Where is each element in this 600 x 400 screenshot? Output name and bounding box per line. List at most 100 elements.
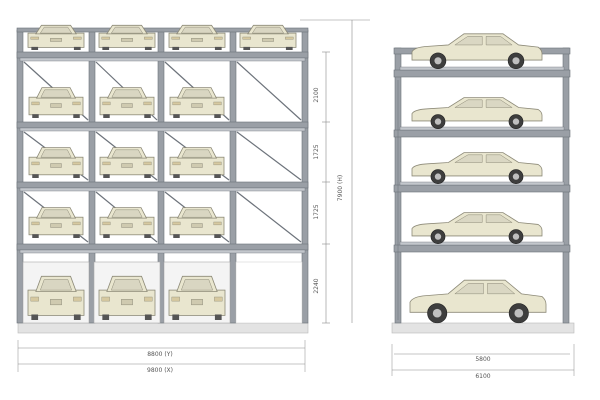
car-hubcap — [512, 173, 520, 180]
car-hubcap — [434, 173, 442, 180]
car-tire-right — [144, 314, 152, 320]
car-rear-window — [40, 89, 72, 98]
car-tire-left — [172, 46, 180, 50]
car-light-left — [171, 296, 180, 302]
car-tire-left — [32, 114, 39, 118]
car-plate — [50, 299, 62, 306]
car-light-right — [73, 36, 82, 40]
side-platform — [399, 126, 565, 131]
car-light-right — [72, 101, 81, 106]
car-hubcap — [434, 118, 442, 125]
car-hubcap — [512, 57, 520, 65]
deck-platform — [19, 187, 306, 192]
frame-post — [301, 29, 309, 324]
car-light-right — [213, 221, 222, 226]
ground-slab — [17, 322, 309, 334]
frame-post — [16, 29, 24, 324]
car-tire-right — [285, 46, 293, 50]
dim-level-height-2: 1725 — [313, 144, 320, 159]
car-rear — [98, 275, 156, 320]
car-side-body — [411, 212, 543, 237]
side-deck-beam — [393, 184, 571, 193]
car-rear — [169, 147, 225, 178]
car-plate — [191, 38, 203, 42]
car-light-right — [72, 221, 81, 226]
car-tire-right — [73, 234, 80, 238]
car-rear — [168, 24, 226, 50]
car-tire-right — [73, 46, 81, 50]
car-rear — [28, 147, 84, 178]
car-rear — [28, 207, 84, 238]
diagonal-brace — [236, 61, 302, 121]
deck-platform — [19, 249, 306, 254]
car-rear-window — [181, 209, 213, 218]
car-window-front — [453, 154, 483, 163]
car-rear — [169, 207, 225, 238]
car-light-left — [171, 36, 180, 40]
car-rear-window — [111, 149, 143, 158]
car-window-rear — [485, 36, 513, 46]
car-tire-left — [102, 314, 110, 320]
car-light-right — [213, 161, 222, 166]
car-side — [411, 212, 543, 244]
car-side-body — [411, 33, 543, 61]
car-tire-left — [103, 114, 110, 118]
car-side-body — [411, 97, 543, 122]
diagonal-brace — [236, 191, 302, 243]
dim-level-height-1: 2100 — [313, 87, 320, 102]
car-rear — [99, 87, 155, 118]
car-rear — [169, 87, 225, 118]
car-tire-right — [73, 174, 80, 178]
car-tire-right — [144, 46, 152, 50]
car-tire-right — [144, 174, 151, 178]
car-tire-right — [214, 114, 221, 118]
car-light-left — [101, 296, 110, 302]
car-light-right — [143, 221, 152, 226]
car-light-left — [30, 36, 39, 40]
dim-bay-length: 5800 — [475, 356, 490, 363]
car-rear-window — [251, 26, 285, 34]
car-light-left — [102, 161, 111, 166]
car-rear — [27, 24, 85, 50]
top-rail — [16, 27, 309, 33]
car-plate — [121, 163, 133, 168]
car-light-right — [144, 296, 153, 302]
car-side-body — [411, 152, 543, 177]
car-tire-left — [32, 174, 39, 178]
side-platform — [399, 66, 565, 71]
car-window-rear — [487, 283, 516, 295]
car-rear-window — [40, 149, 72, 158]
car-tire-left — [103, 174, 110, 178]
car-tire-left — [31, 46, 39, 50]
car-light-right — [144, 36, 153, 40]
car-tire-right — [73, 314, 81, 320]
car-hubcap — [512, 233, 520, 240]
side-deck-beam — [393, 69, 571, 78]
car-side — [411, 33, 543, 70]
car-plate — [191, 223, 203, 228]
car-tire-left — [31, 314, 39, 320]
car-plate — [50, 38, 62, 42]
car-plate — [50, 103, 62, 108]
car-light-right — [214, 36, 223, 40]
car-rear-window — [110, 26, 144, 34]
car-light-left — [172, 161, 181, 166]
dim-width-w1: 8800 (Y) — [147, 351, 173, 358]
car-rear-window — [181, 149, 213, 158]
car-light-left — [31, 221, 40, 226]
car-tire-right — [144, 234, 151, 238]
ground-bay-empty — [235, 261, 303, 324]
car-window-rear — [485, 99, 513, 108]
deck-beam — [16, 121, 309, 129]
car-light-right — [214, 296, 223, 302]
car-hubcap — [434, 233, 442, 240]
car-light-left — [172, 221, 181, 226]
side-platform — [399, 181, 565, 186]
car-plate — [191, 163, 203, 168]
deck-beam — [16, 181, 309, 189]
car-light-left — [242, 36, 251, 40]
diagonal-brace — [236, 131, 302, 181]
car-plate — [121, 38, 133, 42]
car-hubcap — [512, 118, 520, 125]
